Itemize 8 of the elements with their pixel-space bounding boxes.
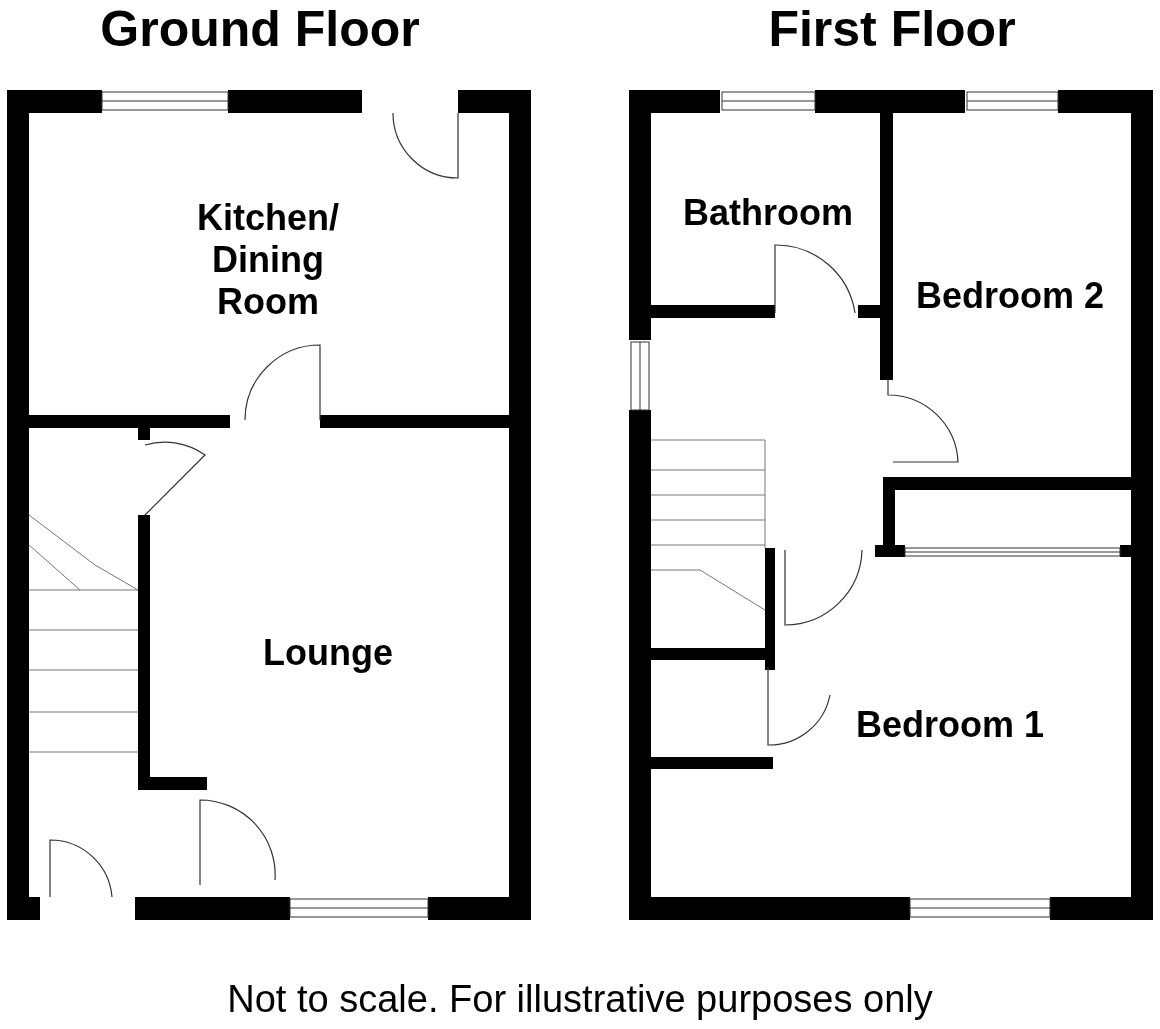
room-label: Kitchen/ Dining Room [196,197,340,323]
caption-text: Not to scale. For illustrative purposes only [227,978,933,1021]
room-label: Bedroom 2 [914,275,1105,317]
room-label: Bedroom 1 [854,704,1045,746]
floor-heading: Ground Floor [100,0,420,58]
room-label: Lounge [262,632,394,674]
room-label: Bathroom [682,192,854,234]
floor-heading: First Floor [768,0,1016,58]
